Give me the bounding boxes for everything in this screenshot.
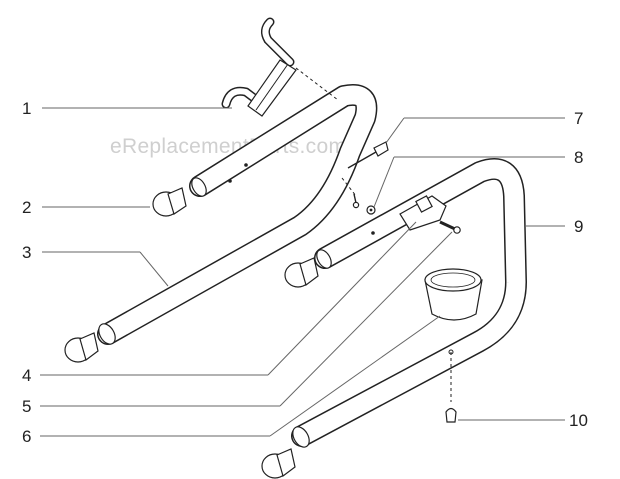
mount-bracket <box>399 195 447 231</box>
leader-lines <box>40 107 565 437</box>
frame-tube-front <box>291 158 527 448</box>
cup-holder <box>424 268 483 321</box>
end-cap-upper <box>152 187 187 217</box>
handle-bracket <box>221 17 297 117</box>
callout-9: 9 <box>574 217 583 236</box>
watermark: eReplacementParts.com <box>110 135 346 158</box>
callout-3: 3 <box>22 243 31 262</box>
callout-7: 7 <box>574 109 583 128</box>
bottom-screw <box>445 407 457 423</box>
end-cap-front-bottom <box>261 448 296 479</box>
screw <box>347 141 389 169</box>
end-cap-front-mid <box>284 257 319 288</box>
callout-labels: 1 2 3 4 5 6 7 8 9 10 <box>22 99 588 446</box>
callout-2: 2 <box>22 198 31 217</box>
callout-6: 6 <box>22 427 31 446</box>
callout-4: 4 <box>22 366 31 385</box>
frame-tube-rear <box>97 84 378 345</box>
nut <box>366 205 376 215</box>
callout-1: 1 <box>22 99 31 118</box>
small-screw <box>352 193 360 209</box>
callout-10: 10 <box>569 411 588 430</box>
callout-8: 8 <box>574 148 583 167</box>
callout-5: 5 <box>22 397 31 416</box>
bolt <box>439 220 461 234</box>
end-cap-rear-left <box>64 332 99 363</box>
